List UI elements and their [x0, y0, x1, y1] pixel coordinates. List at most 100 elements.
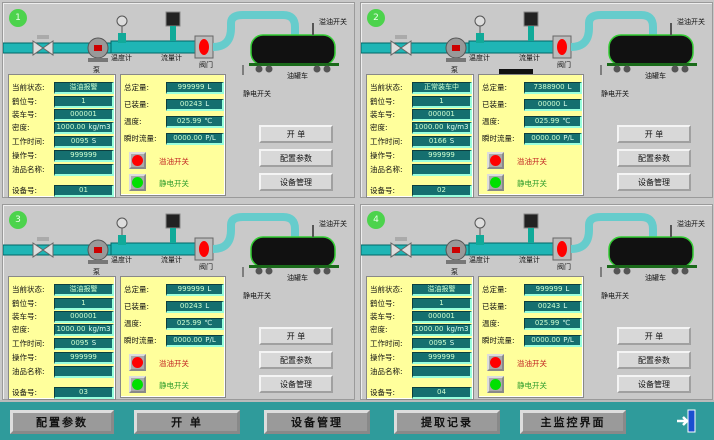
field-row-device: 设备号:03 — [12, 386, 114, 399]
flowmeter-label: 流量计 — [161, 256, 182, 264]
field-row-status: 当前状态: 溢油报警 — [12, 81, 114, 94]
loading-station-panel-1: 1 温度计 流量计 阀门 泵 溢油开关 油罐车 静电开关 当前状态: 溢油报警 … — [2, 2, 355, 198]
field-row-status: 当前状态: 溢油报警 — [370, 283, 472, 296]
field-row-temp: 温度:025.99℃ — [124, 115, 224, 128]
field-value: 999999 — [177, 285, 205, 293]
field-label: 密度: — [12, 325, 30, 334]
oil-name-field — [54, 365, 114, 378]
field-label: 总定量: — [482, 83, 508, 92]
fetch-records-button[interactable]: 提取记录 — [394, 410, 500, 434]
unit: L — [563, 302, 568, 310]
field-value: 溢油报警 — [427, 285, 456, 293]
field-label: 密度: — [370, 123, 388, 132]
valve-label: 阀门 — [557, 263, 571, 271]
field-label: 温度: — [482, 319, 500, 328]
overflow-switch-indicator[interactable] — [129, 354, 146, 371]
field-label: 瞬时流量: — [124, 336, 157, 345]
static-label: 静电开关 — [601, 292, 629, 300]
device-management-button[interactable]: 设备管理 — [264, 410, 370, 434]
config-params-button[interactable]: 配置参数 — [617, 149, 691, 167]
overflow-switch-indicator[interactable] — [129, 152, 146, 169]
open-order-button[interactable]: 开 单 — [617, 125, 691, 143]
config-params-button[interactable]: 配置参数 — [617, 351, 691, 369]
overflow-label: 溢油开关 — [677, 18, 705, 26]
overflow-switch-label: 溢油开关 — [159, 359, 189, 368]
temp-field: 025.99℃ — [524, 317, 582, 330]
field-label: 鹤位号: — [370, 299, 396, 308]
load-no-field: 000001 — [54, 108, 114, 121]
field-value: 0000.00 — [531, 336, 561, 344]
unit: ℃ — [204, 117, 213, 125]
crane-field: 1 — [54, 95, 114, 108]
static-switch-indicator[interactable] — [129, 376, 146, 393]
open-order-button[interactable]: 开 单 — [259, 327, 333, 345]
field-value: 1000.00 — [414, 123, 444, 131]
field-value: 0000.00 — [173, 336, 203, 344]
device-management-button[interactable]: 设备管理 — [259, 173, 333, 191]
field-row-operator: 操作号: 999999 — [12, 351, 114, 364]
static-switch-indicator[interactable] — [487, 174, 504, 191]
overflow-switch-indicator[interactable] — [487, 354, 504, 371]
open-order-button[interactable]: 开 单 — [134, 410, 240, 434]
tanker-label: 油罐车 — [645, 274, 666, 282]
open-order-button[interactable]: 开 单 — [617, 327, 691, 345]
static-switch-indicator[interactable] — [129, 174, 146, 191]
status-box: 当前状态: 正常装车中 鹤位号: 1 装车号: 000001 密度: 1000.… — [366, 74, 474, 198]
loading-station-panel-2: 2 温度计 流量计 阀门 泵 溢油开关 油罐车 静电开关 当前状态: 正常装车中… — [360, 2, 713, 198]
oil-name-field — [54, 163, 114, 176]
thermometer-label: 温度计 — [469, 256, 490, 264]
device-management-button[interactable]: 设备管理 — [617, 173, 691, 191]
field-label: 已装量: — [482, 100, 508, 109]
tanker-label: 油罐车 — [287, 274, 308, 282]
field-value: 00243 — [179, 100, 203, 108]
config-params-button[interactable]: 配置参数 — [10, 410, 114, 434]
static-label: 静电开关 — [601, 90, 629, 98]
field-value: 00243 — [537, 302, 561, 310]
status-box: 当前状态: 溢油报警 鹤位号: 1 装车号: 000001 密度: 1000.0… — [8, 74, 116, 198]
field-value: 00000 — [537, 100, 561, 108]
field-value: 溢油报警 — [69, 285, 98, 293]
field-value: 1000.00 — [56, 123, 86, 131]
exit-icon[interactable] — [676, 408, 698, 434]
field-label: 瞬时流量: — [482, 336, 515, 345]
field-value: 0095 — [70, 137, 89, 145]
device-management-button[interactable]: 设备管理 — [617, 375, 691, 393]
field-value: 999999 — [70, 353, 97, 361]
unit: ℃ — [204, 319, 213, 327]
config-params-button[interactable]: 配置参数 — [259, 149, 333, 167]
open-order-button[interactable]: 开 单 — [259, 125, 333, 143]
thermometer-label: 温度计 — [111, 256, 132, 264]
overflow-switch-label: 溢油开关 — [517, 157, 547, 166]
red-light-icon — [132, 357, 143, 368]
field-value: 025.99 — [176, 117, 202, 125]
status-field: 正常装车中 — [412, 81, 472, 94]
operator-field: 999999 — [412, 351, 472, 364]
unit: L — [565, 285, 570, 293]
main-monitor-button[interactable]: 主监控界面 — [520, 410, 626, 434]
temp-field: 025.99℃ — [166, 317, 224, 330]
field-value: 03 — [79, 388, 88, 396]
valve-label: 阀门 — [557, 61, 571, 69]
field-label: 当前状态: — [370, 83, 403, 92]
field-value: 000001 — [428, 110, 455, 118]
overflow-switch-indicator[interactable] — [487, 152, 504, 169]
static-switch-indicator[interactable] — [487, 376, 504, 393]
unit: P/L — [205, 134, 216, 142]
static-switch-label: 静电开关 — [517, 179, 547, 188]
field-value: 1000.00 — [414, 325, 444, 333]
field-row-crane: 鹤位号: 1 — [370, 297, 472, 310]
tanker-label: 油罐车 — [287, 72, 308, 80]
field-value: 0000.00 — [531, 134, 561, 142]
config-params-button[interactable]: 配置参数 — [259, 351, 333, 369]
status-box: 当前状态: 溢油报警 鹤位号: 1 装车号: 000001 密度: 1000.0… — [8, 276, 116, 400]
field-row-load-no: 装车号: 000001 — [12, 108, 114, 121]
field-value: 000001 — [428, 312, 455, 320]
device-management-button[interactable]: 设备管理 — [259, 375, 333, 393]
